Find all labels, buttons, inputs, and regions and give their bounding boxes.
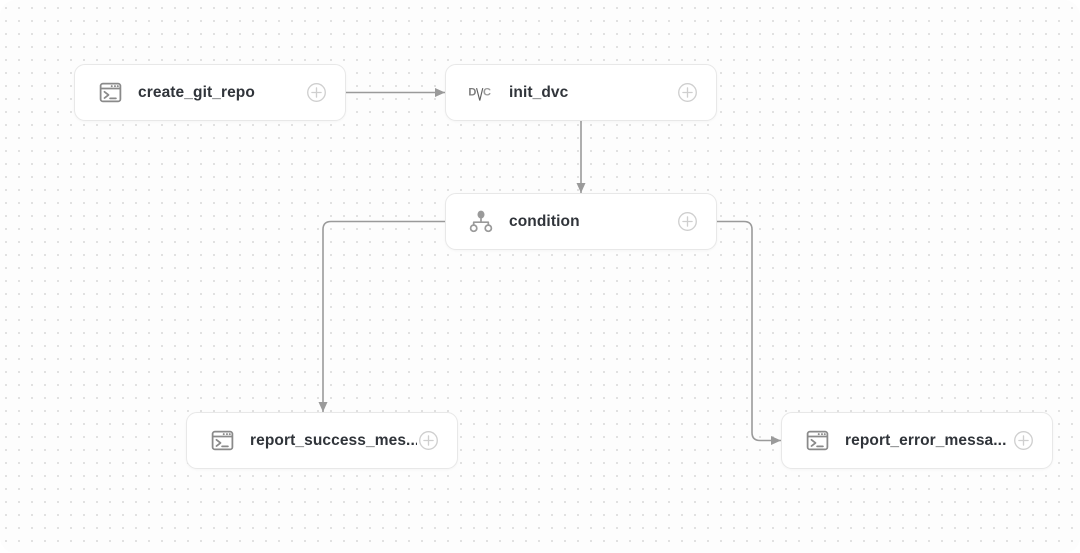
node-label: condition (509, 212, 580, 230)
terminal-icon (209, 428, 235, 454)
plus-circle-icon[interactable] (676, 211, 698, 233)
node-label: init_dvc (509, 83, 569, 101)
branch-hierarchy-icon (468, 209, 494, 235)
dvc-logo-icon: D C (468, 80, 494, 106)
edge-condition-to-report-success (318, 220, 445, 412)
plus-circle-icon[interactable] (417, 430, 439, 452)
svg-text:C: C (483, 86, 491, 98)
svg-text:D: D (468, 86, 476, 98)
node-label: report_success_mes... (250, 431, 417, 449)
terminal-icon (97, 80, 123, 106)
edge-init-dvc-to-condition (576, 121, 586, 193)
node-init-dvc[interactable]: D C init_dvc (445, 64, 717, 121)
node-report-success-message[interactable]: report_success_mes... (186, 412, 458, 469)
edge-create-git-repo-to-init-dvc (346, 88, 445, 97)
edge-condition-to-report-error (717, 220, 781, 445)
node-label: create_git_repo (138, 83, 255, 101)
plus-circle-icon[interactable] (676, 82, 698, 104)
plus-circle-icon[interactable] (1012, 430, 1034, 452)
node-condition[interactable]: condition (445, 193, 717, 250)
node-report-error-message[interactable]: report_error_messa... (781, 412, 1053, 469)
terminal-icon (804, 428, 830, 454)
node-label: report_error_messa... (845, 431, 1007, 449)
node-create-git-repo[interactable]: create_git_repo (74, 64, 346, 121)
plus-circle-icon[interactable] (305, 82, 327, 104)
